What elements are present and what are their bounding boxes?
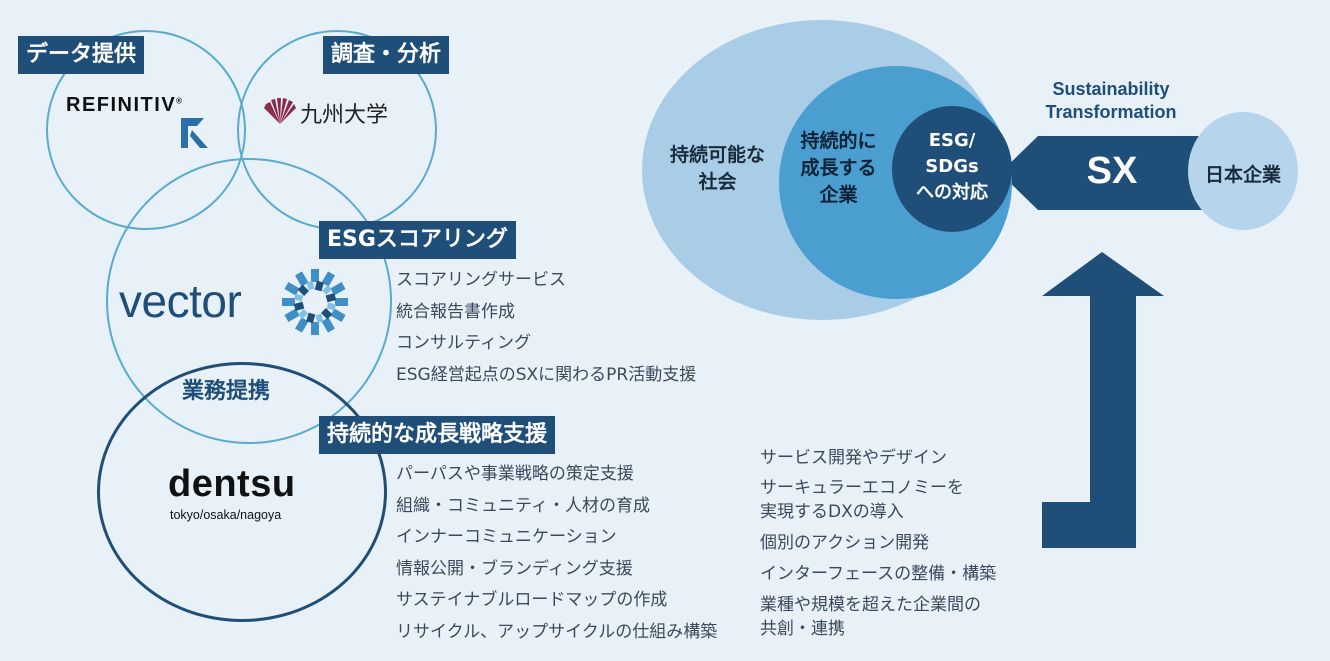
company-label: 日本企業 xyxy=(1204,164,1281,186)
list-item: インナーコミュニケーション xyxy=(396,527,617,547)
vector-logo: vector xyxy=(119,275,242,327)
kyushu-university-logo: 九州大学 xyxy=(300,103,389,128)
company-circle xyxy=(1188,112,1298,230)
esg-label-line: SDGs xyxy=(925,156,979,177)
company-growth-label-line: 持続的に xyxy=(800,130,877,152)
list-item: リサイクル、アップサイクルの仕組み構築 xyxy=(396,621,718,642)
list-item: 個別のアクション開発 xyxy=(760,533,930,553)
list-item: コンサルティング xyxy=(396,333,531,353)
sx-caption-line: Sustainability xyxy=(1052,79,1170,99)
list-item: パーパスや事業戦略の策定支援 xyxy=(396,464,634,484)
refinitiv-logo: REFINITIV® xyxy=(66,94,184,117)
registered-mark: ® xyxy=(176,96,184,106)
circle-dentsu xyxy=(97,362,387,622)
list-item: 共創・連携 xyxy=(760,619,845,639)
vector-mark-icon xyxy=(282,269,348,335)
tag-research: 調査・分析 xyxy=(323,36,450,74)
sx-label: SX xyxy=(1086,150,1138,192)
growth-service-list: パーパスや事業戦略の策定支援 組織・コミュニティ・人材の育成 インナーコミュニケ… xyxy=(396,459,717,648)
company-growth-label-line: 成長する xyxy=(800,157,877,179)
list-item: ESG経営起点のSXに関わるPR活動支援 xyxy=(396,364,697,385)
company-growth-label-line: 企業 xyxy=(819,184,858,206)
tag-partnership: 業務提携 xyxy=(182,379,271,404)
refinitiv-mark-icon xyxy=(181,118,208,148)
list-item: 実現するDXの導入 xyxy=(760,502,904,522)
up-arrow-icon xyxy=(1042,252,1164,548)
sx-arrow-icon xyxy=(1000,136,1210,210)
list-item: 業種や規模を超えた企業間の xyxy=(760,595,981,615)
list-item: 組織・コミュニティ・人材の育成 xyxy=(396,495,650,516)
esg-label-line: ESG/ xyxy=(928,130,976,151)
list-item: サービス開発やデザイン xyxy=(760,448,947,468)
list-item: サーキュラーエコノミーを xyxy=(760,478,964,498)
esg-service-list: スコアリングサービス 統合報告書作成 コンサルティング ESG経営起点のSXに関… xyxy=(396,265,696,391)
society-label-line: 社会 xyxy=(698,171,737,193)
society-label-line: 持続可能な xyxy=(669,144,765,166)
dentsu-logo: dentsu xyxy=(168,463,296,505)
company-growth-label: 持続的に 成長する 企業 xyxy=(786,128,891,209)
tag-esg-scoring: ESGスコアリング xyxy=(319,221,516,259)
list-item: 情報公開・ブランディング支援 xyxy=(396,558,633,579)
society-label: 持続可能な 社会 xyxy=(650,142,785,196)
esg-label: ESG/ SDGs への対応 xyxy=(892,128,1012,206)
list-item: サステイナブルロードマップの作成 xyxy=(396,590,668,610)
list-item: スコアリングサービス xyxy=(396,270,566,290)
kyushu-crest-icon xyxy=(264,98,296,124)
tag-growth-strategy: 持続的な成長戦略支援 xyxy=(319,416,556,454)
list-item: インターフェースの整備・構築 xyxy=(760,564,997,584)
dentsu-subtitle: tokyo/osaka/nagoya xyxy=(170,508,282,522)
refinitiv-wordmark: REFINITIV xyxy=(66,94,177,116)
list-item: 統合報告書作成 xyxy=(396,301,515,322)
esg-label-line: への対応 xyxy=(916,182,988,203)
sx-caption: Sustainability Transformation xyxy=(1022,78,1200,124)
sx-caption-line: Transformation xyxy=(1045,102,1177,122)
esg-circle xyxy=(892,106,1012,232)
other-service-list: サービス開発やデザイン サーキュラーエコノミーを 実現するDXの導入 個別のアク… xyxy=(760,445,996,643)
tag-data-provision: データ提供 xyxy=(18,36,145,74)
